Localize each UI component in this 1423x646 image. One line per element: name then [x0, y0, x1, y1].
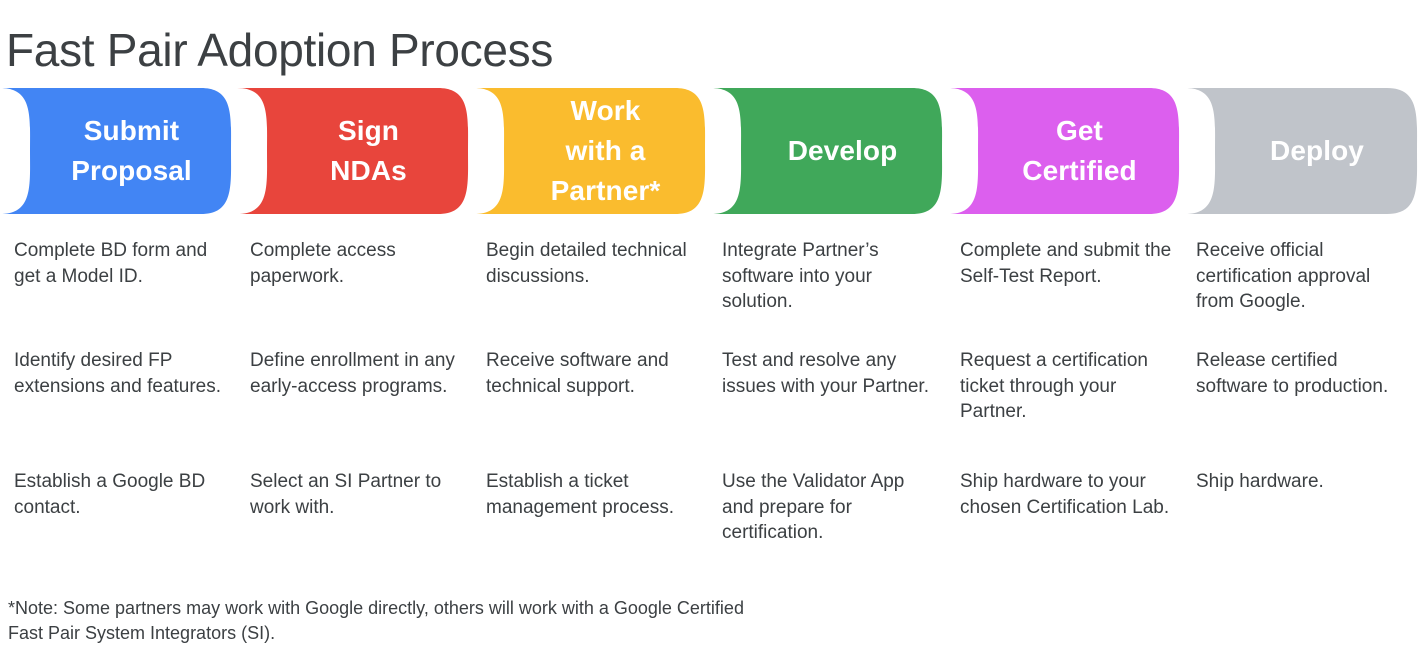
stage-banner-shape — [1185, 88, 1418, 214]
page-title: Fast Pair Adoption Process — [6, 23, 554, 76]
stage-banner-label: Sign NDAs — [330, 115, 407, 186]
stage-banner-label: Deploy — [1270, 135, 1364, 167]
stage-bullet: Establish a Google BD contact. — [14, 471, 206, 518]
stage-bullet: Select an SI Partner to work with. — [250, 471, 442, 518]
stage-banner-label: Get Certified — [1022, 115, 1137, 186]
stage-banner-sign-ndas[interactable]: Sign NDAs — [237, 88, 474, 214]
stage-bullet: Identify desired FP extensions and featu… — [14, 350, 222, 397]
stage-bullet: Ship hardware. — [1196, 471, 1324, 492]
stage-banner-shape — [474, 88, 706, 214]
stage-banner-label: Develop — [787, 135, 898, 167]
stage-banner-get-certified[interactable]: Get Certified — [948, 88, 1185, 214]
stage-banner-shape — [711, 88, 943, 214]
stage-banner-work-with-a-partner[interactable]: Work with a Partner* — [474, 88, 711, 214]
stage-bullet: Request a certification ticket through y… — [960, 350, 1148, 422]
stage-banner-shape — [237, 88, 469, 214]
stage-banner-shape — [948, 88, 1180, 214]
stage-bullet: Integrate Partner’s software into your s… — [722, 240, 879, 312]
stage-bullet: Complete and submit the Self-Test Report… — [960, 240, 1172, 287]
stage-bullet: Ship hardware to your chosen Certificati… — [960, 471, 1170, 518]
footnote-note: *Note: Some partners may work with Googl… — [8, 598, 744, 643]
stage-banner-develop[interactable]: Develop — [711, 88, 948, 214]
stage-bullet: Complete access paperwork. — [250, 240, 396, 287]
process-stage-columns: Complete BD form and get a Model ID. Iden… — [0, 238, 1423, 558]
stage-bullet: Define enrollment in any early-access pr… — [250, 350, 455, 397]
stage-bullet: Test and resolve any issues with your Pa… — [722, 350, 929, 397]
stage-banner-label: Submit Proposal — [71, 115, 192, 186]
stage-banner-shape — [0, 88, 232, 214]
stage-bullet: Release certified software to production… — [1196, 350, 1389, 397]
process-stage-banners: Submit Proposal Sign NDAs Work with a Part… — [0, 88, 1423, 214]
stage-bullet: Complete BD form and get a Model ID. — [14, 240, 208, 287]
stage-banner-label: Work with a Partner* — [550, 95, 661, 206]
stage-bullet: Begin detailed technical discussions. — [486, 240, 687, 287]
stage-banner-deploy[interactable]: Deploy — [1185, 88, 1423, 214]
stage-bullet: Receive software and technical support. — [486, 350, 669, 397]
stage-banner-submit-proposal[interactable]: Submit Proposal — [0, 88, 237, 214]
stage-bullet: Receive official certification approval … — [1196, 240, 1371, 312]
stage-bullet: Use the Validator App and prepare for ce… — [722, 471, 905, 543]
stage-bullet: Establish a ticket management process. — [486, 471, 674, 518]
